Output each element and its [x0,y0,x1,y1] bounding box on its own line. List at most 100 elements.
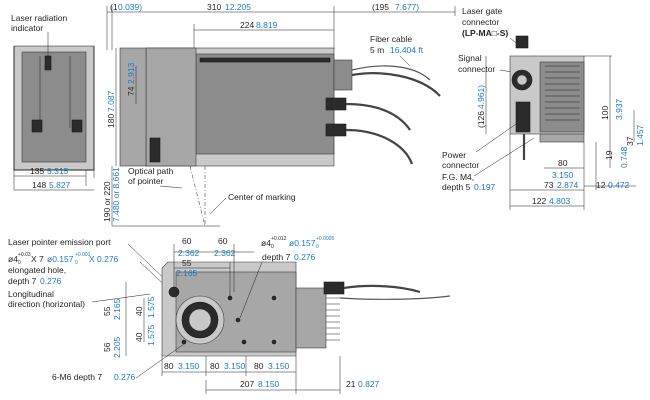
dim-100-inch: 3.937 [614,98,624,120]
longitudinal-label-2: direction (horizontal) [8,299,85,309]
dim-56: 56 [102,342,112,352]
hole4-tol-low: 0 [271,244,274,250]
dim-80-rear: 80 [558,158,568,168]
left-view: 135 5.315 148 5.827 Laser radiation indi… [11,13,95,191]
hole4-inch-tol: +0.0005 [316,236,334,242]
dim-100: 100 [600,106,610,120]
dim-207: 207 [240,379,254,389]
signal-connector-label-2: connector [458,64,495,74]
dim-80c-inch: 3.150 [268,361,290,371]
dim-12-inch: 0.472 [608,180,630,190]
dim-122: 122 [532,196,546,206]
dim-60a-inch: 2.362 [178,248,200,258]
emission-port-label: Laser pointer emission port [8,237,111,247]
signal-connector-label-1: Signal [458,53,482,63]
fiber-cable-label-1: Fiber cable [370,34,412,44]
hole4-depth-inch: 0.276 [294,252,316,262]
dim-180: 180 [106,114,116,128]
fiber-cable-label-2: 5 m [370,45,384,55]
hole4-inch: ø0.157 [289,238,316,248]
elongated-hole-depth: depth 7 [8,276,37,286]
power-connector-label-1: Power [442,150,466,160]
bottom-view: Laser pointer emission port ø4 +0.03 0 X… [8,236,451,394]
m6-inch: 0.276 [114,372,136,382]
dim-1: (1 [110,2,118,12]
dim-40b-inch: 1.575 [146,324,156,346]
fg-m4-label: F.G. M4, [442,172,474,182]
laser-gate-label-1: Laser gate [462,6,502,16]
elongated-hole-line2: elongated hole, [8,265,66,275]
dim-80a-inch: 3.150 [178,361,200,371]
elongated-hole-inch-tol-low: 0 [75,260,78,266]
optical-path-label-1: Optical path [128,166,174,176]
dim-135: 135 [30,166,44,176]
dim-21-inch: 0.827 [358,379,380,389]
elongated-hole-spec: ø4 [8,254,18,264]
laser-gate-connector-icon [515,35,529,49]
elongated-hole-tol: +0.03 [18,252,31,258]
dim-74: 74 [126,86,136,96]
elongated-hole-inch-a: ø0.157 [47,254,74,264]
dim-37-inch: 1.457 [635,124,645,146]
dim-122-inch: 4.803 [549,196,571,206]
dim-1-inch: 0.039) [118,2,142,12]
hole4-tol: +0.012 [271,236,287,242]
elongated-hole-inch-b: X 0.276 [89,254,119,264]
dim-80b: 80 [210,361,220,371]
dim-55: 55 [182,258,192,268]
laser-radiation-label-2: indicator [11,23,43,33]
laser-gate-label-2: connector [462,17,499,27]
rear-view: Laser gate connector (LP-MA□-S) Signal c… [442,6,645,210]
dim-310-inch: 12.205 [225,2,251,12]
dim-126: (126 [476,111,486,128]
dim-56-inch: 2.205 [112,336,122,358]
laser-gate-model: (LP-MA□-S) [462,28,508,38]
elongated-hole-depth-inch: 0.276 [40,276,62,286]
dim-73-inch: 2.874 [557,180,579,190]
dim-21: 21 [346,379,356,389]
dim-180-inch: 7.087 [106,90,116,112]
dim-80c: 80 [254,361,264,371]
elongated-hole-inch-tol: +0.001 [75,252,91,258]
dim-135-inch: 5.315 [47,166,69,176]
hole4-depth: depth 7 [262,252,291,262]
dim-224: 224 [240,20,254,30]
dim-60b: 60 [218,236,228,246]
longitudinal-label-1: Longitudinal [8,289,54,299]
dim-190-inch: 7.480 or 8.661 [111,167,121,222]
dim-207-inch: 8.150 [258,379,280,389]
elongated-hole-mid: X 7 [31,254,44,264]
center-of-marking-label: Center of marking [228,192,296,202]
dim-74-inch: 2.913 [126,62,136,84]
fg-depth-label: depth 5 [442,182,471,192]
hole4-inch-tol-low: 0 [316,244,319,250]
dim-19-inch: 0.748 [619,146,629,168]
dim-190: 190 or 220 [102,181,112,222]
dim-80-rear-inch: 3.150 [552,170,574,180]
dim-40a: 40 [134,306,144,316]
dim-148: 148 [32,180,46,190]
side-view: (1 0.039) 310 12.205 (195 7.677) 224 8.8… [102,2,456,227]
dim-40b: 40 [134,332,144,342]
dim-60a: 60 [182,236,192,246]
hole4-spec: ø4 [261,238,271,248]
dim-148-inch: 5.827 [49,180,71,190]
fiber-cable-inch: 16.404 ft [390,45,424,55]
dim-40a-inch: 1.575 [146,296,156,318]
dim-12: 12 [596,180,606,190]
dim-195-inch: 7.677) [395,2,419,12]
dim-37: 37 [625,136,635,146]
dim-55v: 55 [102,306,112,316]
dim-60b-inch: 2.362 [214,248,236,258]
dim-310: 310 [207,2,221,12]
power-connector-label-2: connector [442,160,479,170]
laser-radiation-label-1: Laser radiation [11,13,68,23]
dim-73: 73 [544,180,554,190]
dim-55-inch: 2.165 [176,268,198,278]
fg-depth-inch: 0.197 [474,182,496,192]
m6-label: 6-M6 depth 7 [52,372,102,382]
dim-126-inch: 4.961) [476,85,486,109]
power-connector-icon [515,101,531,133]
dim-19: 19 [604,150,614,160]
